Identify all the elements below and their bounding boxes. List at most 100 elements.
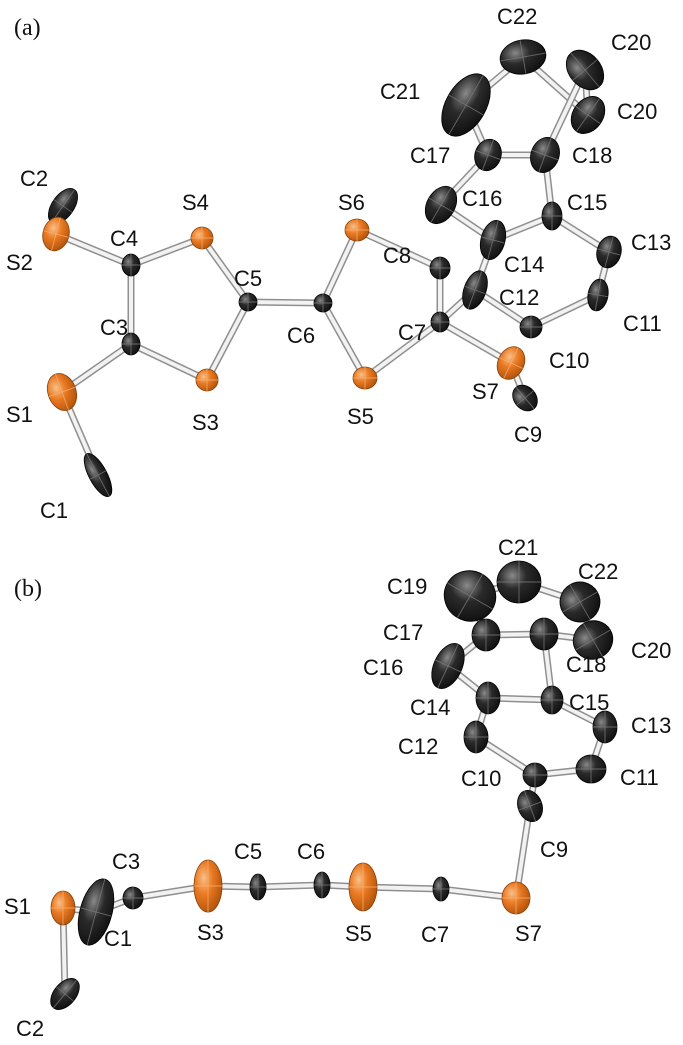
atom-c22 [499, 39, 547, 75]
atom-label-c14: C14 [410, 695, 450, 720]
bond-C10-C11 [527, 291, 602, 331]
atom-s5 [348, 862, 378, 912]
atom-label-c20a: C20 [611, 30, 651, 55]
atom-label-c7: C7 [398, 320, 426, 345]
atom-c18 [529, 617, 559, 651]
atom-label-c5: C5 [234, 839, 262, 864]
atom-label-c22: C22 [497, 4, 537, 29]
atom-c16 [431, 643, 465, 689]
atom-label-c6: C6 [287, 323, 315, 348]
atom-c3 [122, 886, 144, 910]
atom-c11 [575, 754, 607, 784]
atom-label-s7: S7 [472, 379, 499, 404]
atom-label-c12: C12 [499, 285, 539, 310]
atom-s7 [501, 881, 531, 915]
bond-C7-S7 [436, 318, 515, 367]
atom-c12 [463, 720, 489, 754]
atom-s3 [193, 859, 223, 913]
panel-label-b: (b) [14, 576, 42, 602]
atom-c12 [462, 270, 488, 310]
atom-c9 [512, 384, 538, 412]
atom-c21 [441, 73, 491, 137]
atom-label-c18: C18 [572, 143, 612, 168]
atom-label-c5: C5 [234, 266, 262, 291]
atom-label-c20: C20 [631, 638, 671, 663]
atom-label-c15: C15 [567, 190, 607, 215]
bond-C3-S3 [127, 340, 211, 384]
atom-label-c2: C2 [16, 1016, 44, 1041]
atom-c20 [572, 620, 614, 660]
atom-c13 [596, 235, 622, 269]
atom-label-c13: C13 [631, 713, 671, 738]
atom-label-c10: C10 [549, 348, 589, 373]
atom-c15 [541, 201, 563, 231]
atom-c16 [424, 185, 458, 225]
atom-c15 [540, 685, 564, 715]
atom-label-c22: C22 [578, 559, 618, 584]
atom-c9 [517, 790, 543, 822]
atom-c5 [238, 292, 258, 312]
atom-label-s2: S2 [6, 250, 33, 275]
atom-label-c12: C12 [398, 734, 438, 759]
atom-c4 [121, 253, 141, 277]
atom-label-s7: S7 [515, 921, 542, 946]
atom-label-c3: C3 [100, 315, 128, 340]
atom-c5 [249, 873, 267, 901]
atom-c13 [592, 710, 618, 744]
atom-c17 [474, 138, 502, 172]
atom-c7 [432, 876, 450, 902]
atom-c11 [587, 278, 609, 312]
atom-s3 [195, 368, 219, 392]
atom-c10 [519, 315, 543, 339]
atom-c22 [559, 581, 601, 623]
atom-label-c17: C17 [383, 620, 423, 645]
atom-label-s3: S3 [197, 920, 224, 945]
atom-label-c17: C17 [410, 143, 450, 168]
atom-s1 [46, 373, 78, 411]
atom-s5 [352, 366, 378, 390]
atom-label-c6: C6 [297, 839, 325, 864]
atom-c17 [471, 618, 501, 652]
atom-label-c1: C1 [104, 926, 132, 951]
atom-label-c14: C14 [504, 252, 544, 277]
atom-s4 [190, 226, 214, 250]
atom-label-c13: C13 [631, 230, 671, 255]
atom-c7 [430, 311, 450, 333]
bond-S3-C5 [203, 298, 252, 384]
atom-label-c3: C3 [112, 849, 140, 874]
atom-c3 [121, 332, 141, 356]
atom-s1 [50, 890, 76, 926]
bond-C4-S4 [127, 234, 206, 269]
atom-label-s3: S3 [192, 410, 219, 435]
atom-label-c21: C21 [498, 535, 538, 560]
bond-C6-S5 [319, 299, 369, 382]
atom-s7 [496, 346, 526, 380]
atom-label-s4: S4 [182, 190, 209, 215]
atom-label-s1: S1 [6, 402, 33, 427]
atom-c2 [50, 978, 80, 1010]
atom-c1 [83, 452, 113, 498]
atom-c1 [77, 878, 115, 946]
atom-s6 [344, 218, 370, 242]
atom-label-c11: C11 [623, 311, 662, 336]
bond-C5-C6 [244, 298, 327, 307]
bond-S4-C5 [198, 234, 252, 306]
atom-c6 [313, 871, 331, 899]
atom-label-c16: C16 [462, 186, 502, 211]
bond-C6-S6 [319, 226, 361, 307]
atom-s2 [42, 216, 70, 252]
atom-c10 [522, 762, 548, 788]
atom-c18 [530, 137, 560, 173]
atom-label-s6: S6 [338, 190, 365, 215]
atom-c20b [565, 49, 605, 91]
atom-label-c11: C11 [620, 765, 659, 790]
atom-c19 [443, 570, 497, 622]
atom-label-c9: C9 [540, 837, 568, 862]
atom-label-c18: C18 [566, 652, 606, 677]
atom-label-c16: C16 [363, 655, 403, 680]
panel-a-molecule: C1S1C2S2C3C4S3S4C5C6S5S6C7C8S7C9C10C11C1… [6, 4, 671, 523]
panel-label-a: (a) [14, 15, 41, 41]
atom-label-s5: S5 [345, 921, 372, 946]
